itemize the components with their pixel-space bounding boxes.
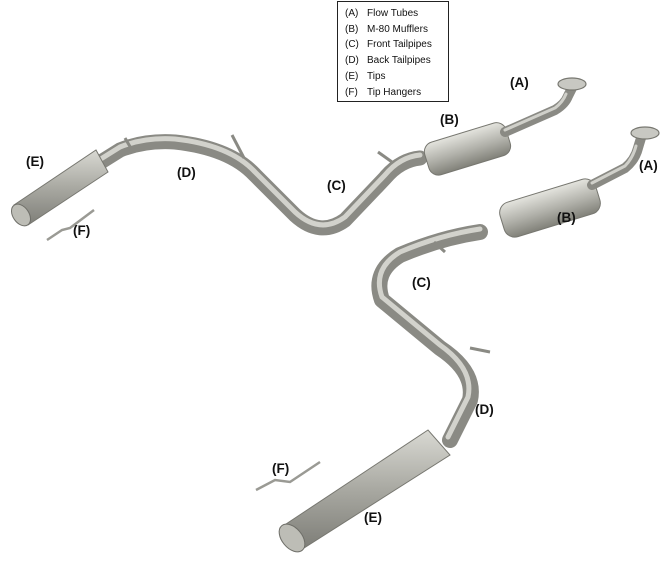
legend-label: Back Tailpipes [367,55,431,67]
callout-lower-front-tailpipe: (C) [412,275,431,290]
callout-upper-flow-tube: (A) [510,75,529,90]
callout-lower-tip-hanger: (F) [272,461,290,476]
legend-code: (E) [345,70,359,82]
legend-item: (B) M-80 Mufflers [345,22,448,38]
lower-tip [278,429,451,553]
upper-exhaust-system [10,77,587,242]
callout-lower-muffler: (B) [557,210,576,225]
upper-hanger-rod-2 [377,150,393,164]
upper-tip-hanger [46,209,95,242]
legend-label: Tip Hangers [367,86,422,98]
lower-tip-hanger [255,460,321,492]
legend-label: Flow Tubes [367,8,419,19]
lower-flange [630,126,660,140]
legend-label: Front Tailpipes [367,39,432,51]
callout-upper-front-tailpipe: (C) [327,178,346,193]
callout-lower-flow-tube: (A) [639,158,658,173]
callout-lower-tip: (E) [364,510,382,525]
legend-code: (C) [345,39,359,51]
upper-hanger-rod [230,134,246,159]
callout-upper-tip-hanger: (F) [73,223,91,238]
legend-code: (B) [345,23,359,35]
upper-tip [10,149,109,227]
parts-legend: (A) Flow Tubes (B) M-80 Mufflers (C) Front … [337,1,449,102]
legend-label: M-80 Mufflers [367,23,428,35]
legend-code: (D) [345,55,359,67]
upper-flow-tube [500,83,577,137]
upper-flange [557,77,587,91]
lower-muffler [499,178,601,238]
legend-item: (E) Tips [345,69,448,85]
legend-label: Tips [367,70,386,82]
legend-item: (C) Front Tailpipes [345,37,448,53]
legend-item: (D) Back Tailpipes [345,53,448,69]
callout-upper-back-tailpipe: (D) [177,165,196,180]
lower-flow-tube [587,133,646,190]
legend-item: (F) Tip Hangers [345,85,448,101]
legend-code: (A) [345,8,359,19]
callout-upper-muffler: (B) [440,112,459,127]
lower-exhaust-system [255,126,660,553]
upper-muffler [423,122,512,176]
legend-code: (F) [345,86,358,98]
callout-upper-tip: (E) [26,154,44,169]
legend-item: (A) Flow Tubes [345,6,448,22]
callout-lower-back-tailpipe: (D) [475,402,494,417]
